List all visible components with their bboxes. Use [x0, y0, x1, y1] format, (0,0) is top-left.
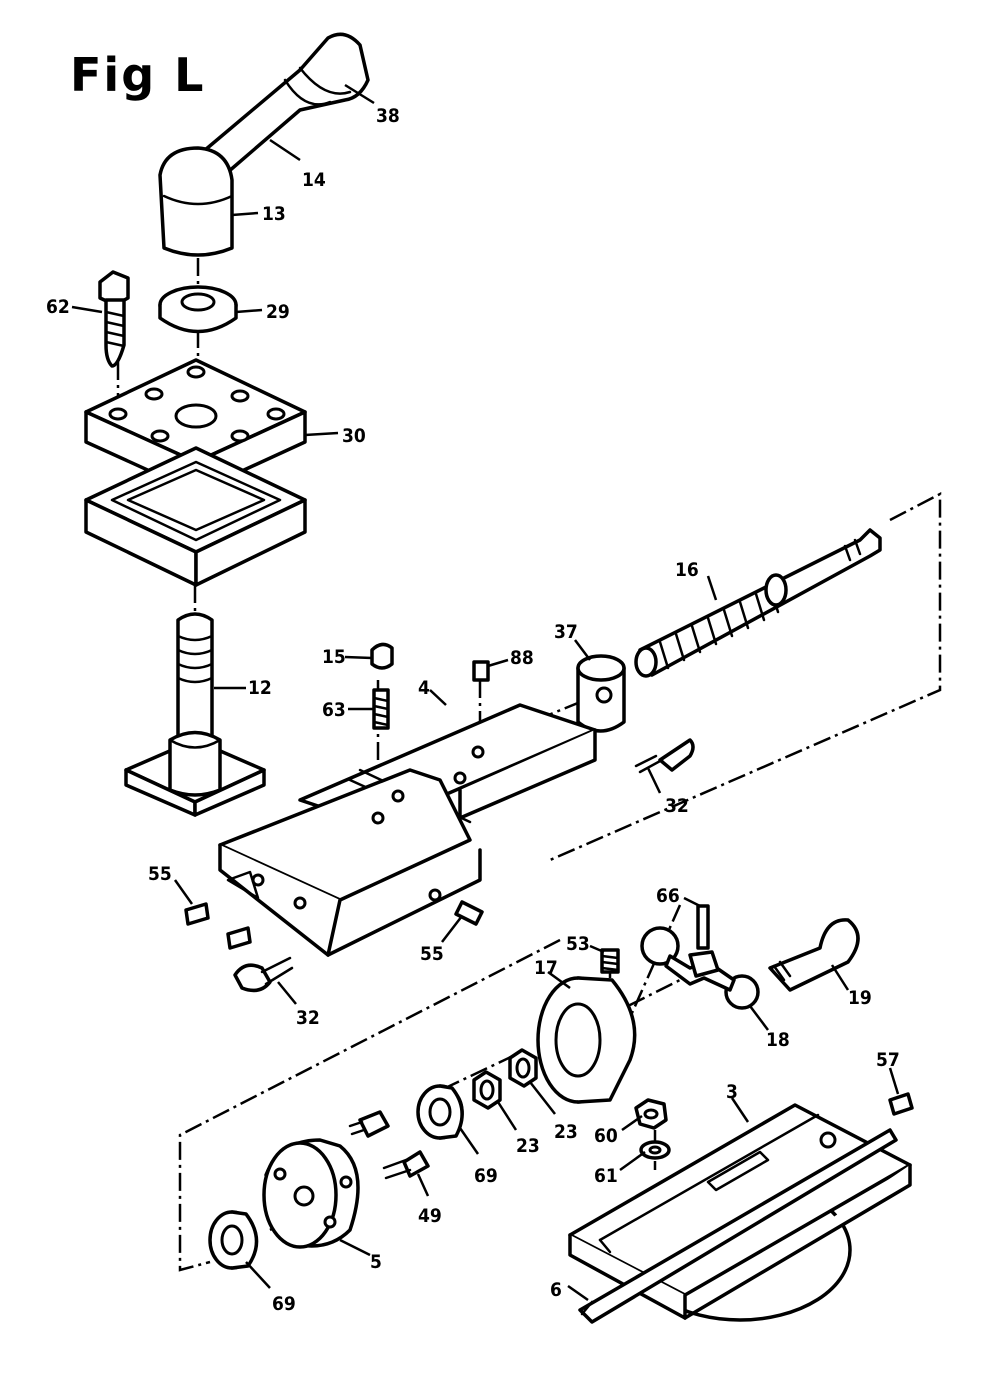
- callout-30: 30: [342, 425, 366, 447]
- callout-18: 18: [766, 1029, 790, 1051]
- callout-17: 17: [534, 957, 558, 979]
- swivel-slide-3: [568, 1103, 912, 1322]
- callout-37: 37: [554, 621, 578, 643]
- callout-16: 16: [675, 559, 699, 581]
- tool-post-lower-block: [84, 446, 307, 587]
- callout-63: 63: [322, 699, 346, 721]
- clamp-lever-assembly: [158, 32, 370, 257]
- bracket-5: [262, 1138, 360, 1249]
- set-screw-57: [888, 1092, 914, 1116]
- callout-23-right: 23: [554, 1121, 578, 1143]
- nut-37: [576, 654, 626, 733]
- callout-55-right: 55: [420, 943, 444, 965]
- callout-62: 62: [46, 296, 70, 318]
- callout-57: 57: [876, 1049, 900, 1071]
- bolt-62: [98, 270, 130, 368]
- nut-60: [634, 1098, 668, 1130]
- washer-29: [158, 285, 238, 334]
- socket-screws-32: [233, 738, 695, 993]
- set-screws-55: [184, 900, 484, 950]
- callout-69-upper: 69: [474, 1165, 498, 1187]
- tool-post-30: [84, 358, 307, 494]
- callout-32-lower: 32: [296, 1007, 320, 1029]
- lock-nuts-23: [472, 1048, 538, 1110]
- callout-13: 13: [262, 203, 286, 225]
- callout-88: 88: [510, 647, 534, 669]
- callout-4: 4: [418, 677, 430, 699]
- callout-23-left: 23: [516, 1135, 540, 1157]
- callout-6: 6: [550, 1279, 562, 1301]
- knob-19: [768, 918, 860, 992]
- callout-69-lower: 69: [272, 1293, 296, 1315]
- screws-49: [348, 1110, 430, 1180]
- feed-screw-16: [634, 528, 882, 678]
- callout-5: 5: [370, 1251, 382, 1273]
- washer-61: [639, 1140, 671, 1160]
- dial-collar-17: [536, 948, 637, 1104]
- figure-title: Fig L: [70, 48, 206, 102]
- callout-60: 60: [594, 1125, 618, 1147]
- callout-19: 19: [848, 987, 872, 1009]
- bearing-69-lower: [208, 1210, 259, 1270]
- callout-66: 66: [656, 885, 680, 907]
- callout-14: 14: [302, 169, 326, 191]
- callout-3: 3: [726, 1081, 738, 1103]
- bearing-69-upper: [416, 1084, 464, 1140]
- callout-labels: 38 14 13 62 29 30 16 37 15 88 4 63 12 32…: [46, 105, 900, 1315]
- callout-29: 29: [266, 301, 290, 323]
- compound-slide-4: [218, 703, 597, 957]
- callout-15: 15: [322, 646, 346, 668]
- callout-38: 38: [376, 105, 400, 127]
- callout-49: 49: [418, 1205, 442, 1227]
- small-fasteners-top: [370, 642, 490, 730]
- callout-53: 53: [566, 933, 590, 955]
- stud-12: [124, 612, 266, 817]
- callout-32-upper: 32: [665, 795, 689, 817]
- leader-lines: [71, 83, 900, 1302]
- callout-61: 61: [594, 1165, 618, 1187]
- callout-55-left: 55: [148, 863, 172, 885]
- gib-strip-6: [578, 1128, 898, 1324]
- callout-12: 12: [248, 677, 272, 699]
- handle-assembly-18: [640, 904, 760, 1010]
